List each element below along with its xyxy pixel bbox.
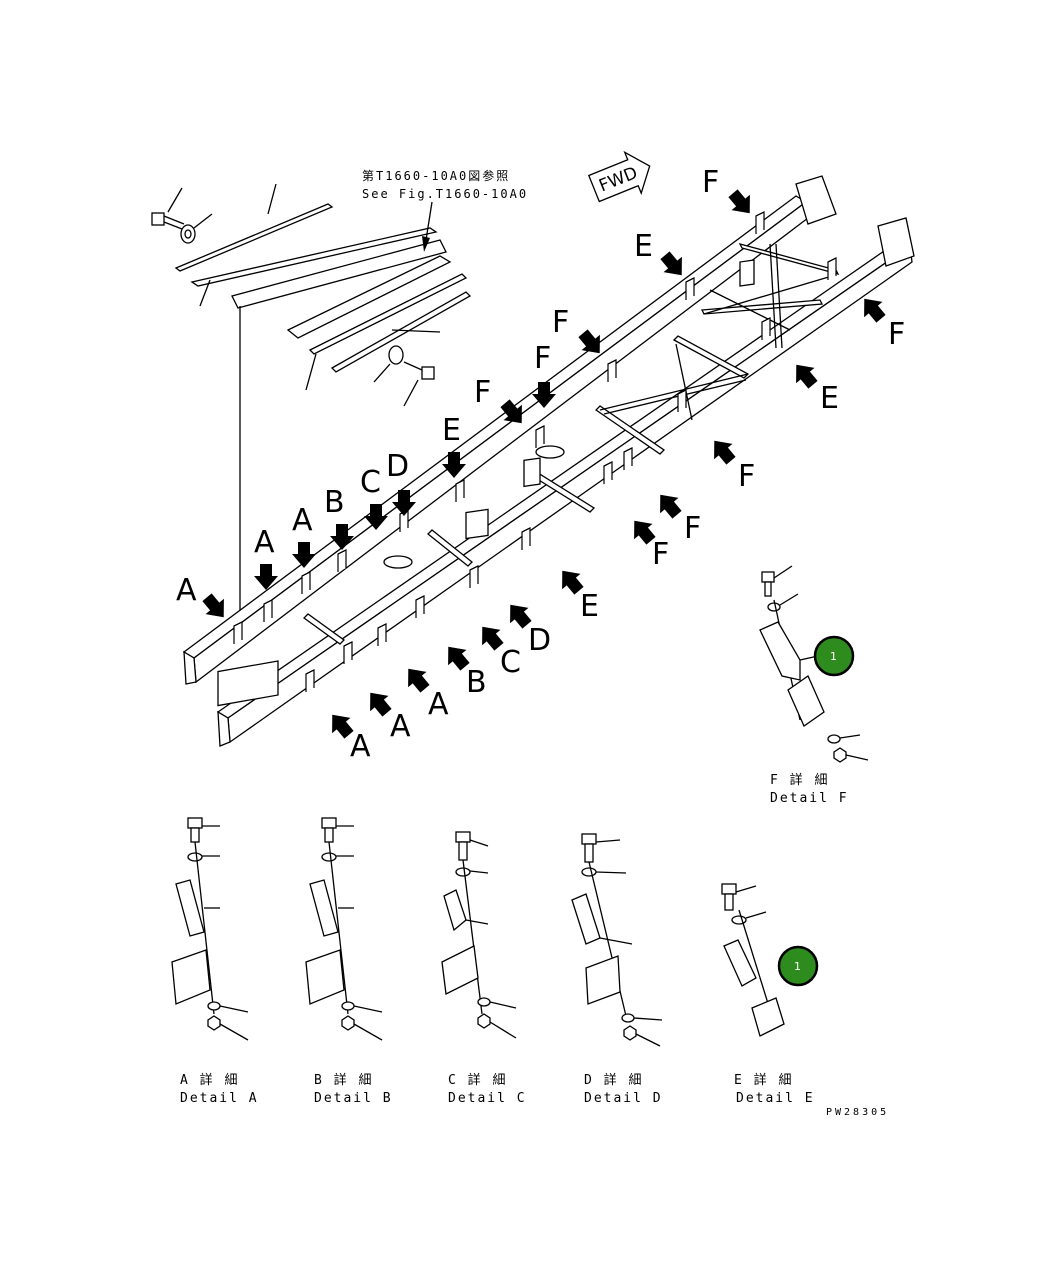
bracket-icon: [723, 939, 757, 987]
nut-icon: [477, 1013, 491, 1029]
callout-a: A: [176, 573, 197, 608]
washer-icon: [581, 867, 597, 877]
washer-icon: [388, 345, 404, 365]
reference-en: See Fig.T1660-10A0: [362, 187, 528, 201]
callout-c: C: [500, 645, 521, 680]
detail-a-jp: A 詳 細: [180, 1072, 239, 1088]
spacer-block-icon: [171, 949, 211, 1005]
washer-icon: [321, 852, 337, 862]
bracket-icon: [759, 621, 801, 681]
callout-a: A: [350, 729, 371, 764]
washer-icon: [731, 915, 747, 925]
bolt-icon: [187, 817, 203, 829]
callout-e: E: [580, 589, 599, 624]
callout-f: F: [888, 317, 905, 352]
bracket-icon: [175, 879, 205, 937]
callout-e: E: [634, 229, 653, 264]
detail-f-jp: F 詳 細: [770, 772, 829, 788]
reference-jp: 第T1660-10A0図参照: [362, 168, 510, 183]
detail-e-jp: E 詳 細: [734, 1072, 793, 1088]
badge-e-number: 1: [794, 960, 801, 973]
front-end-left: [795, 175, 837, 225]
bolt-icon: [151, 212, 185, 230]
callout-b: B: [466, 665, 487, 700]
washer-icon: [341, 1001, 355, 1011]
callout-a: A: [428, 687, 449, 722]
callout-c: C: [360, 465, 381, 500]
washer-icon: [207, 1001, 221, 1011]
detail-a-en: Detail A: [180, 1091, 259, 1106]
washer-icon: [827, 734, 841, 744]
spacer-block-icon: [751, 997, 785, 1037]
detail-e: 1 E 詳 細 Detail E: [721, 883, 819, 1106]
bolt-icon: [321, 817, 337, 829]
nut-icon: [623, 1025, 637, 1041]
bolt-icon: [455, 831, 471, 843]
callout-f: F: [552, 305, 569, 340]
callout-f: F: [652, 537, 669, 572]
spacer-block-icon: [441, 945, 479, 995]
detail-f-en: Detail F: [770, 791, 849, 806]
callout-a: A: [390, 709, 411, 744]
washer-icon: [180, 224, 196, 244]
nut-icon: [833, 747, 847, 763]
detail-c: C 詳 細 Detail C: [441, 831, 527, 1106]
bracket-icon: [309, 879, 339, 937]
callout-e: E: [820, 381, 839, 416]
washer-icon: [621, 1013, 635, 1023]
callout-d: D: [528, 623, 551, 658]
bolt-icon: [403, 361, 435, 380]
washer-icon: [767, 602, 781, 612]
callout-f: F: [534, 341, 551, 376]
spacer-block-icon: [305, 949, 345, 1005]
detail-c-en: Detail C: [448, 1091, 527, 1106]
spacer-block-icon: [585, 955, 621, 1005]
detail-a: A 詳 細 Detail A: [171, 817, 259, 1106]
detail-b-jp: B 詳 細: [314, 1072, 373, 1088]
washer-icon: [477, 997, 491, 1007]
detail-d: D 詳 細 Detail D: [571, 833, 663, 1106]
nut-icon: [207, 1015, 221, 1031]
callout-a: A: [292, 503, 313, 538]
detail-f: 1 F 詳 細 Detail F: [759, 565, 869, 806]
detail-d-en: Detail D: [584, 1091, 663, 1106]
detail-b: B 詳 細 Detail B: [305, 817, 393, 1106]
callout-e: E: [442, 413, 461, 448]
callout-f: F: [684, 511, 701, 546]
callout-a: A: [254, 525, 275, 560]
bracket-icon: [571, 893, 601, 945]
badge-circle: [777, 945, 819, 987]
callout-d: D: [386, 449, 409, 484]
bolt-icon: [761, 571, 775, 597]
callout-b: B: [324, 485, 345, 520]
rear-plate-near: [217, 660, 279, 707]
detail-c-jp: C 詳 細: [448, 1072, 507, 1088]
detail-e-en: Detail E: [736, 1091, 815, 1106]
bolt-icon: [721, 883, 737, 895]
callout-letters: A A A B C D E F F F E F F E F F F E D C …: [176, 165, 905, 764]
washer-icon: [187, 852, 203, 862]
callout-f: F: [702, 165, 719, 200]
nut-icon: [341, 1015, 355, 1031]
drawing-number: PW28305: [826, 1107, 889, 1118]
forward-direction-icon: FWD: [587, 150, 651, 203]
strip-exploded-view: [151, 183, 472, 640]
front-end-right: [877, 217, 915, 267]
bracket-icon: [443, 889, 467, 932]
badge-f-number: 1: [830, 650, 837, 663]
bolt-icon: [581, 833, 597, 845]
spacer-block-icon: [787, 675, 825, 727]
callout-f: F: [738, 459, 755, 494]
detail-d-jp: D 詳 細: [584, 1072, 643, 1088]
callout-f: F: [474, 375, 491, 410]
badge-circle: [813, 635, 855, 677]
detail-b-en: Detail B: [314, 1091, 393, 1106]
washer-icon: [455, 867, 471, 877]
